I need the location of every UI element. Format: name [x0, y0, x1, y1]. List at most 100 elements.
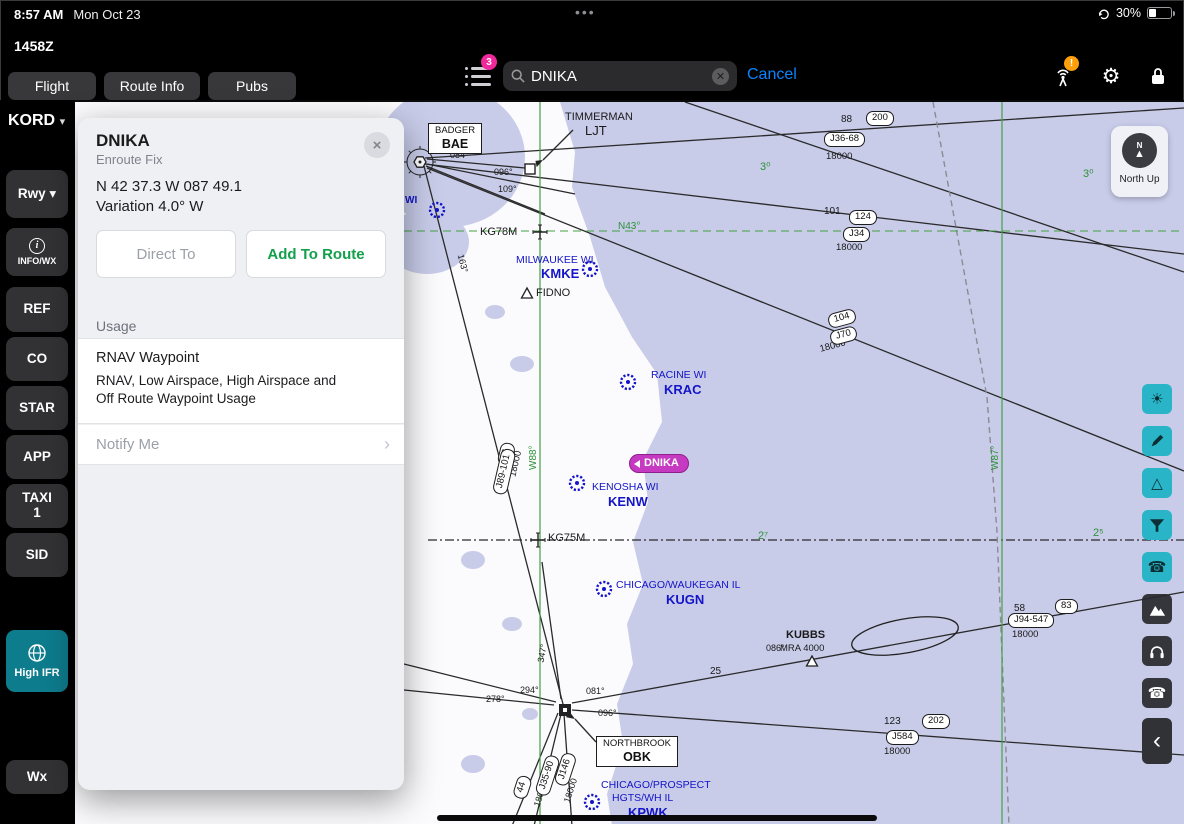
map-label: 101 — [824, 206, 841, 217]
close-icon[interactable]: × — [364, 132, 390, 158]
usage-line3: Off Route Waypoint Usage — [96, 391, 256, 406]
phone-icon: ☎ — [1147, 685, 1167, 702]
map-label: 3⁰ — [1083, 168, 1094, 180]
map-label: 086° — [766, 643, 785, 653]
globe-icon — [28, 644, 46, 663]
battery-percent: 30% — [1115, 6, 1141, 20]
top-toolbar: 1458Z 3 DNIKA ✕ Cancel ! ⚙ — [0, 28, 1184, 91]
filter-button[interactable] — [1142, 510, 1172, 540]
cancel-button[interactable]: Cancel — [747, 66, 797, 83]
utc-time: 1458Z — [14, 38, 54, 54]
radio-antenna-icon[interactable] — [1048, 61, 1078, 91]
search-input[interactable]: DNIKA — [531, 67, 577, 85]
annotate-button[interactable] — [1142, 426, 1172, 456]
chevron-right-icon: › — [384, 434, 390, 454]
map-label: MILWAUKEE WI — [516, 254, 594, 266]
sidebar-item-high-ifr[interactable]: High IFR — [6, 630, 68, 692]
airway-line — [512, 712, 559, 824]
sidebar-item-wx[interactable]: Wx — [6, 760, 68, 794]
notify-me-row[interactable]: Notify Me › — [78, 425, 404, 465]
brightness-icon: ☀ — [1150, 391, 1164, 408]
airway-line — [932, 102, 1010, 824]
airport-selector[interactable]: KORD ▾ — [8, 112, 66, 129]
map-label: 18000 — [884, 746, 911, 757]
map-label: LJT — [585, 123, 607, 138]
map-label: KUBBS — [786, 629, 826, 641]
add-to-route-button[interactable]: Add To Route — [246, 230, 386, 278]
collapse-panel-button[interactable]: ‹ — [1142, 718, 1172, 764]
direct-to-button[interactable]: Direct To — [96, 230, 236, 278]
north-up-button[interactable]: N▲ North Up — [1111, 126, 1168, 197]
airway-badge: J70 — [828, 324, 859, 347]
settings-gear-icon[interactable]: ⚙ — [1101, 64, 1121, 88]
map-label: TIMMERMAN — [565, 111, 633, 123]
waypoint-coordinates: N 42 37.3 W 087 49.1 — [96, 178, 242, 195]
route-list-icon[interactable] — [465, 64, 493, 88]
usage-card: RNAV Waypoint RNAV, Low Airspace, High A… — [78, 338, 404, 424]
waypoint-marker-icon — [634, 460, 640, 468]
usage-line1: RNAV Waypoint — [96, 350, 200, 366]
airway-line — [424, 107, 1184, 159]
shapes-button[interactable]: △ — [1142, 468, 1172, 498]
sidebar-item-star[interactable]: STAR — [6, 386, 68, 430]
popup-subtitle: Enroute Fix — [96, 152, 163, 167]
waypoint-dnika-pill[interactable]: DNIKA — [629, 454, 689, 473]
map-symbol-vorb — [619, 373, 637, 391]
usage-line2: RNAV, Low Airspace, High Airspace and — [96, 373, 337, 388]
map-label: WI — [405, 195, 418, 206]
lock-icon[interactable] — [1143, 61, 1173, 91]
airway-line — [571, 709, 1184, 756]
tab-flight[interactable]: Flight — [8, 72, 96, 100]
map-label: KUGN — [666, 592, 705, 607]
rotation-lock-icon — [1098, 9, 1109, 19]
airway-line — [571, 591, 1184, 704]
info-icon: i — [29, 237, 45, 254]
terrain-button[interactable] — [1142, 594, 1172, 624]
airway-line — [403, 689, 555, 706]
map-label: 081° — [586, 686, 605, 696]
chevron-down-icon: ▾ — [59, 116, 66, 128]
audio-button[interactable] — [1142, 636, 1172, 666]
multitask-dots[interactable]: ••• — [575, 4, 596, 20]
map-label: KRAC — [664, 382, 702, 397]
popup-title: DNIKA — [96, 131, 150, 150]
north-up-label: North Up — [1119, 174, 1160, 185]
sidebar-item-sid[interactable]: SID — [6, 533, 68, 577]
airway-line — [426, 158, 526, 169]
map-label: CHICAGO/WAUKEGAN IL — [616, 579, 741, 591]
map-label: 109° — [498, 184, 517, 194]
map-label: KG75M — [548, 532, 586, 544]
waypoint-dnika-label: DNIKA — [644, 457, 679, 469]
map-symbol-vorc — [404, 146, 436, 178]
tab-pubs[interactable]: Pubs — [208, 72, 296, 100]
airway-line — [542, 129, 574, 161]
map-settings-button[interactable]: ☀ — [1142, 384, 1172, 414]
sidebar-item-rwy[interactable]: Rwy ▾ — [6, 170, 68, 218]
frequencies-button[interactable]: ☎ — [1142, 552, 1172, 582]
call-button[interactable]: ☎ — [1142, 678, 1172, 708]
airway-badge: 83 — [1055, 599, 1078, 614]
compass-icon: N▲ — [1122, 133, 1157, 168]
inland-lakes — [375, 102, 538, 773]
sidebar-item-co[interactable]: CO — [6, 337, 68, 381]
search-field[interactable]: DNIKA ✕ — [503, 61, 737, 91]
funnel-icon — [1149, 518, 1165, 532]
headset-icon — [1150, 645, 1164, 658]
map-symbol-tri — [520, 286, 534, 299]
map-symbol-race — [851, 616, 959, 656]
map-label: 2⁵ — [1093, 527, 1104, 539]
map-label: 294° — [520, 685, 539, 695]
sidebar-item-app[interactable]: APP — [6, 435, 68, 479]
sidebar-item-infowx[interactable]: i INFO/WX — [6, 228, 68, 276]
map-label: KMKE — [541, 266, 580, 281]
phone-signal-icon: ☎ — [1147, 559, 1167, 576]
sidebar-item-ref[interactable]: REF — [6, 287, 68, 332]
home-indicator[interactable] — [437, 815, 877, 821]
clear-search-icon[interactable]: ✕ — [712, 67, 729, 85]
chevron-left-icon: ‹ — [1153, 727, 1161, 754]
tab-route-info[interactable]: Route Info — [104, 72, 200, 100]
map-label: 18000 — [826, 151, 853, 162]
